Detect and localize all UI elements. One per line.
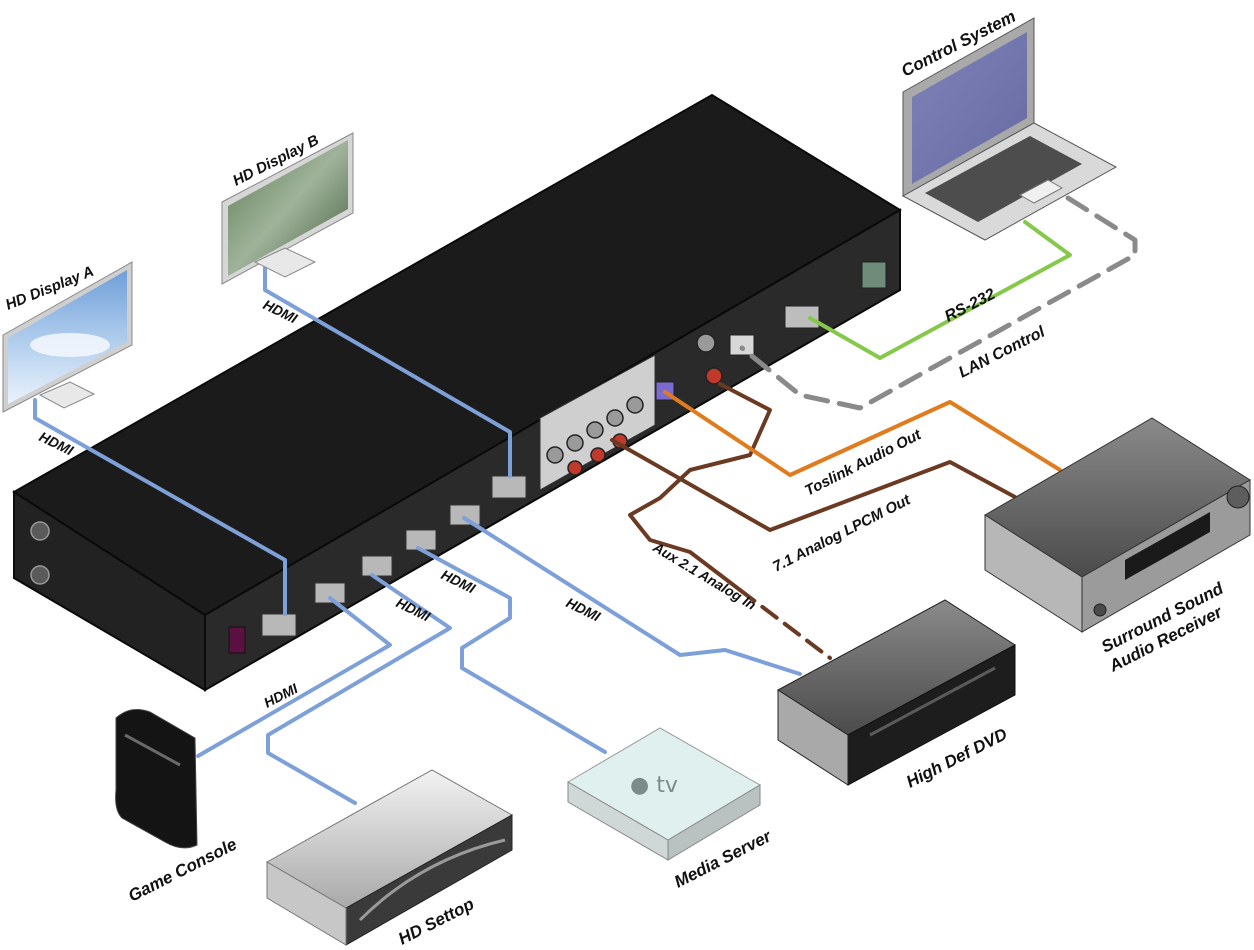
laptop-screen [912,32,1027,184]
display-b-stand [253,247,317,278]
rca-jack-red [705,367,723,385]
hdmi-port-out-b [491,475,527,499]
aux-21-cable-dashed [738,588,832,660]
hdmi-cable-high-def-dvd [462,516,802,676]
av-switcher-unit [12,93,902,692]
display-b-screen [228,140,348,276]
game-console-body [115,709,198,849]
dvd-side [777,689,849,786]
receiver-power-button [1093,603,1107,617]
laptop-touchpad [1018,179,1064,204]
high-def-dvd-device [777,599,1016,786]
analog-71-cable [610,438,1017,532]
surround-receiver-device [984,417,1251,633]
media-server-side [567,781,669,861]
hd-display-b [221,132,354,285]
front-knob-upper [30,521,50,541]
label-hdmi-high-def-dvd: HDMI [564,594,604,625]
power-jack [228,626,246,654]
analog-audio-cables [610,382,1017,660]
hdmi-cables [33,266,802,805]
cloud-shape [30,333,110,357]
hdmi-input-ports [261,475,527,637]
rca-jack [626,396,644,414]
receiver-display [1125,512,1210,580]
display-a-stand [38,381,96,409]
terminal-block [861,261,887,289]
hdmi-port-out-a [261,613,297,637]
label-aux-21: Aux 2.1 Analog In [650,538,759,612]
dvd-disc-slot [869,666,996,737]
hdmi-port-in-2 [361,555,393,577]
rca-jack [546,446,564,464]
hdmi-cable-game-console [196,596,392,758]
hdmi-port-in-3 [405,529,437,551]
rs232-port [784,305,820,329]
game-console-highlight [124,733,181,767]
label-lan-control: LAN Control [956,323,1048,381]
front-knob-lower [30,565,50,585]
hdmi-cable-media-server [416,546,607,754]
hdmi-cable-hd-settop [266,573,452,805]
ethernet-port [729,334,755,356]
lan-control-cable [739,195,1138,411]
laptop-keyboard [925,136,1082,222]
rs232-cable [808,220,1072,360]
hd-settop-device [265,769,514,946]
hdmi-cable-display-a [33,398,287,616]
rca-jack [566,434,584,452]
control-system-laptop [901,17,1118,241]
receiver-side [984,514,1083,633]
rca-jack [586,421,604,439]
rca-jack [606,409,624,427]
game-console-device [115,709,198,849]
rca-jack-red [567,460,583,476]
settop-front-curve [358,838,506,922]
label-hdmi-display-a: HDMI [37,428,77,459]
settop-side [266,861,347,946]
hd-display-a [2,261,133,413]
apple-tv-logo-icon: ● tv [630,773,678,798]
rca-jack-red [590,447,606,463]
hdmi-port-in-4 [449,504,481,526]
aux-21-cable [628,382,772,592]
toslink-cable [663,390,1062,477]
hdmi-cable-display-b [263,266,512,478]
media-server-device: ● tv [567,727,761,861]
hdmi-port-in-1 [314,582,346,604]
label-hdmi-hd-settop: HDMI [394,594,434,625]
rca-jack [696,333,716,353]
rca-jacks [546,333,723,476]
receiver-volume-knob [1226,485,1250,509]
label-rs232: RS-232 [942,286,998,326]
